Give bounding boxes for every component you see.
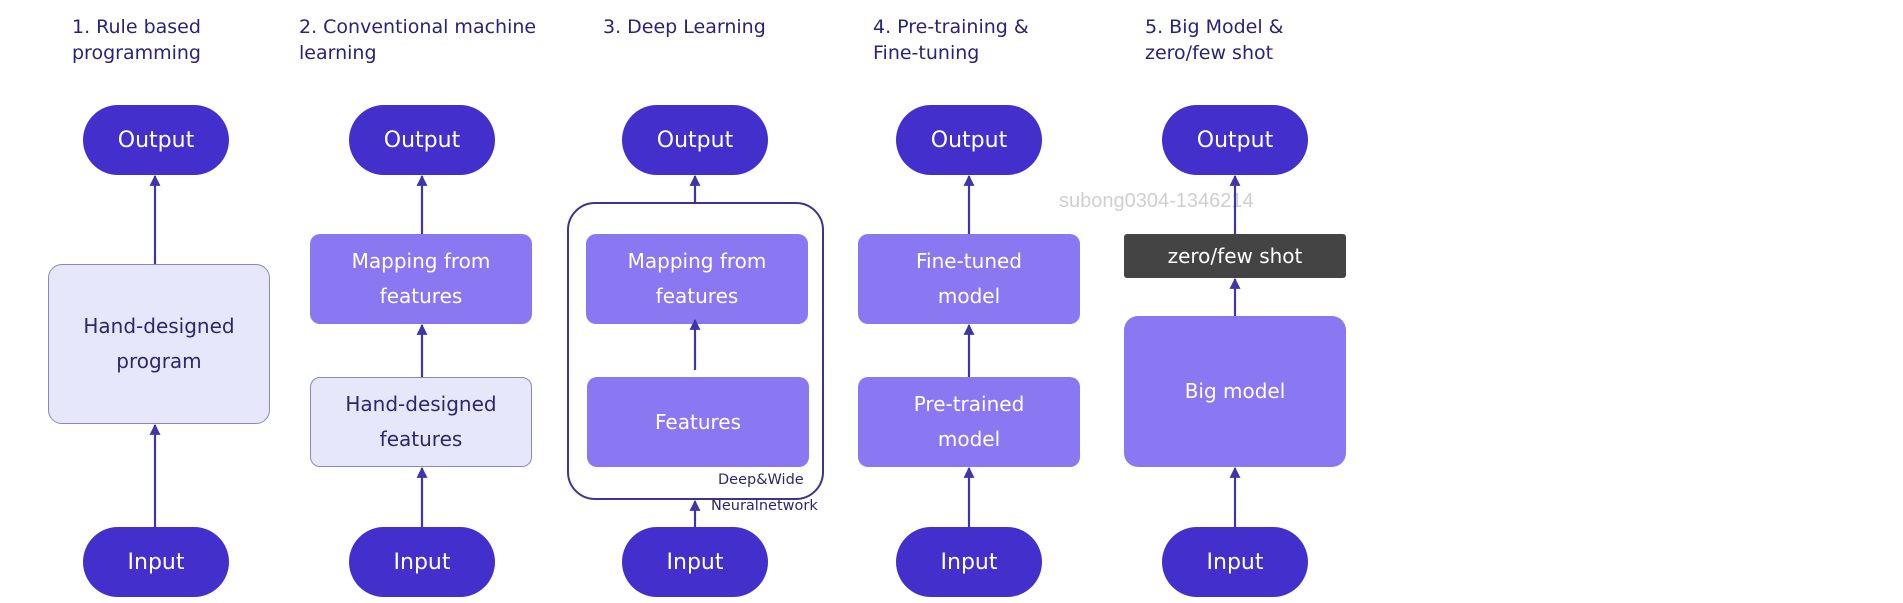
col3-neural-network-container — [567, 202, 824, 500]
col1-title: 1. Rule based programming — [72, 16, 201, 64]
col1-input-node: Input — [83, 527, 229, 597]
col5-input-node: Input — [1162, 527, 1308, 597]
col5-title: 5. Big Model & zero/few shot — [1145, 16, 1284, 64]
col5-big-model-box: Big model — [1124, 316, 1346, 467]
col4-input-node: Input — [896, 527, 1042, 597]
col3-input-node: Input — [622, 527, 768, 597]
col2-features-box: Hand-designed features — [310, 377, 532, 467]
col2-mapping-box: Mapping from features — [310, 234, 532, 324]
watermark: subong0304-1346214 — [1059, 190, 1254, 212]
col5-zero-few-shot-box: zero/few shot — [1124, 234, 1346, 278]
col3-output-node: Output — [622, 105, 768, 175]
col4-pretrained-box: Pre-trained model — [858, 377, 1080, 467]
col5-output-node: Output — [1162, 105, 1308, 175]
col3-mapping-box: Mapping from features — [586, 234, 808, 324]
col4-title: 4. Pre-training & Fine-tuning — [873, 16, 1029, 64]
col1-program-box: Hand-designed program — [48, 264, 270, 424]
col1-output-node: Output — [83, 105, 229, 175]
col3-container-label-2: Neuralnetwork — [711, 498, 818, 514]
col4-output-node: Output — [896, 105, 1042, 175]
col3-features-box: Features — [587, 377, 809, 467]
col2-output-node: Output — [349, 105, 495, 175]
col2-input-node: Input — [349, 527, 495, 597]
col2-title: 2. Conventional machine learning — [299, 16, 537, 64]
col3-title: 3. Deep Learning — [603, 16, 766, 38]
col3-container-label-1: Deep&Wide — [718, 472, 804, 488]
col4-finetuned-box: Fine-tuned model — [858, 234, 1080, 324]
